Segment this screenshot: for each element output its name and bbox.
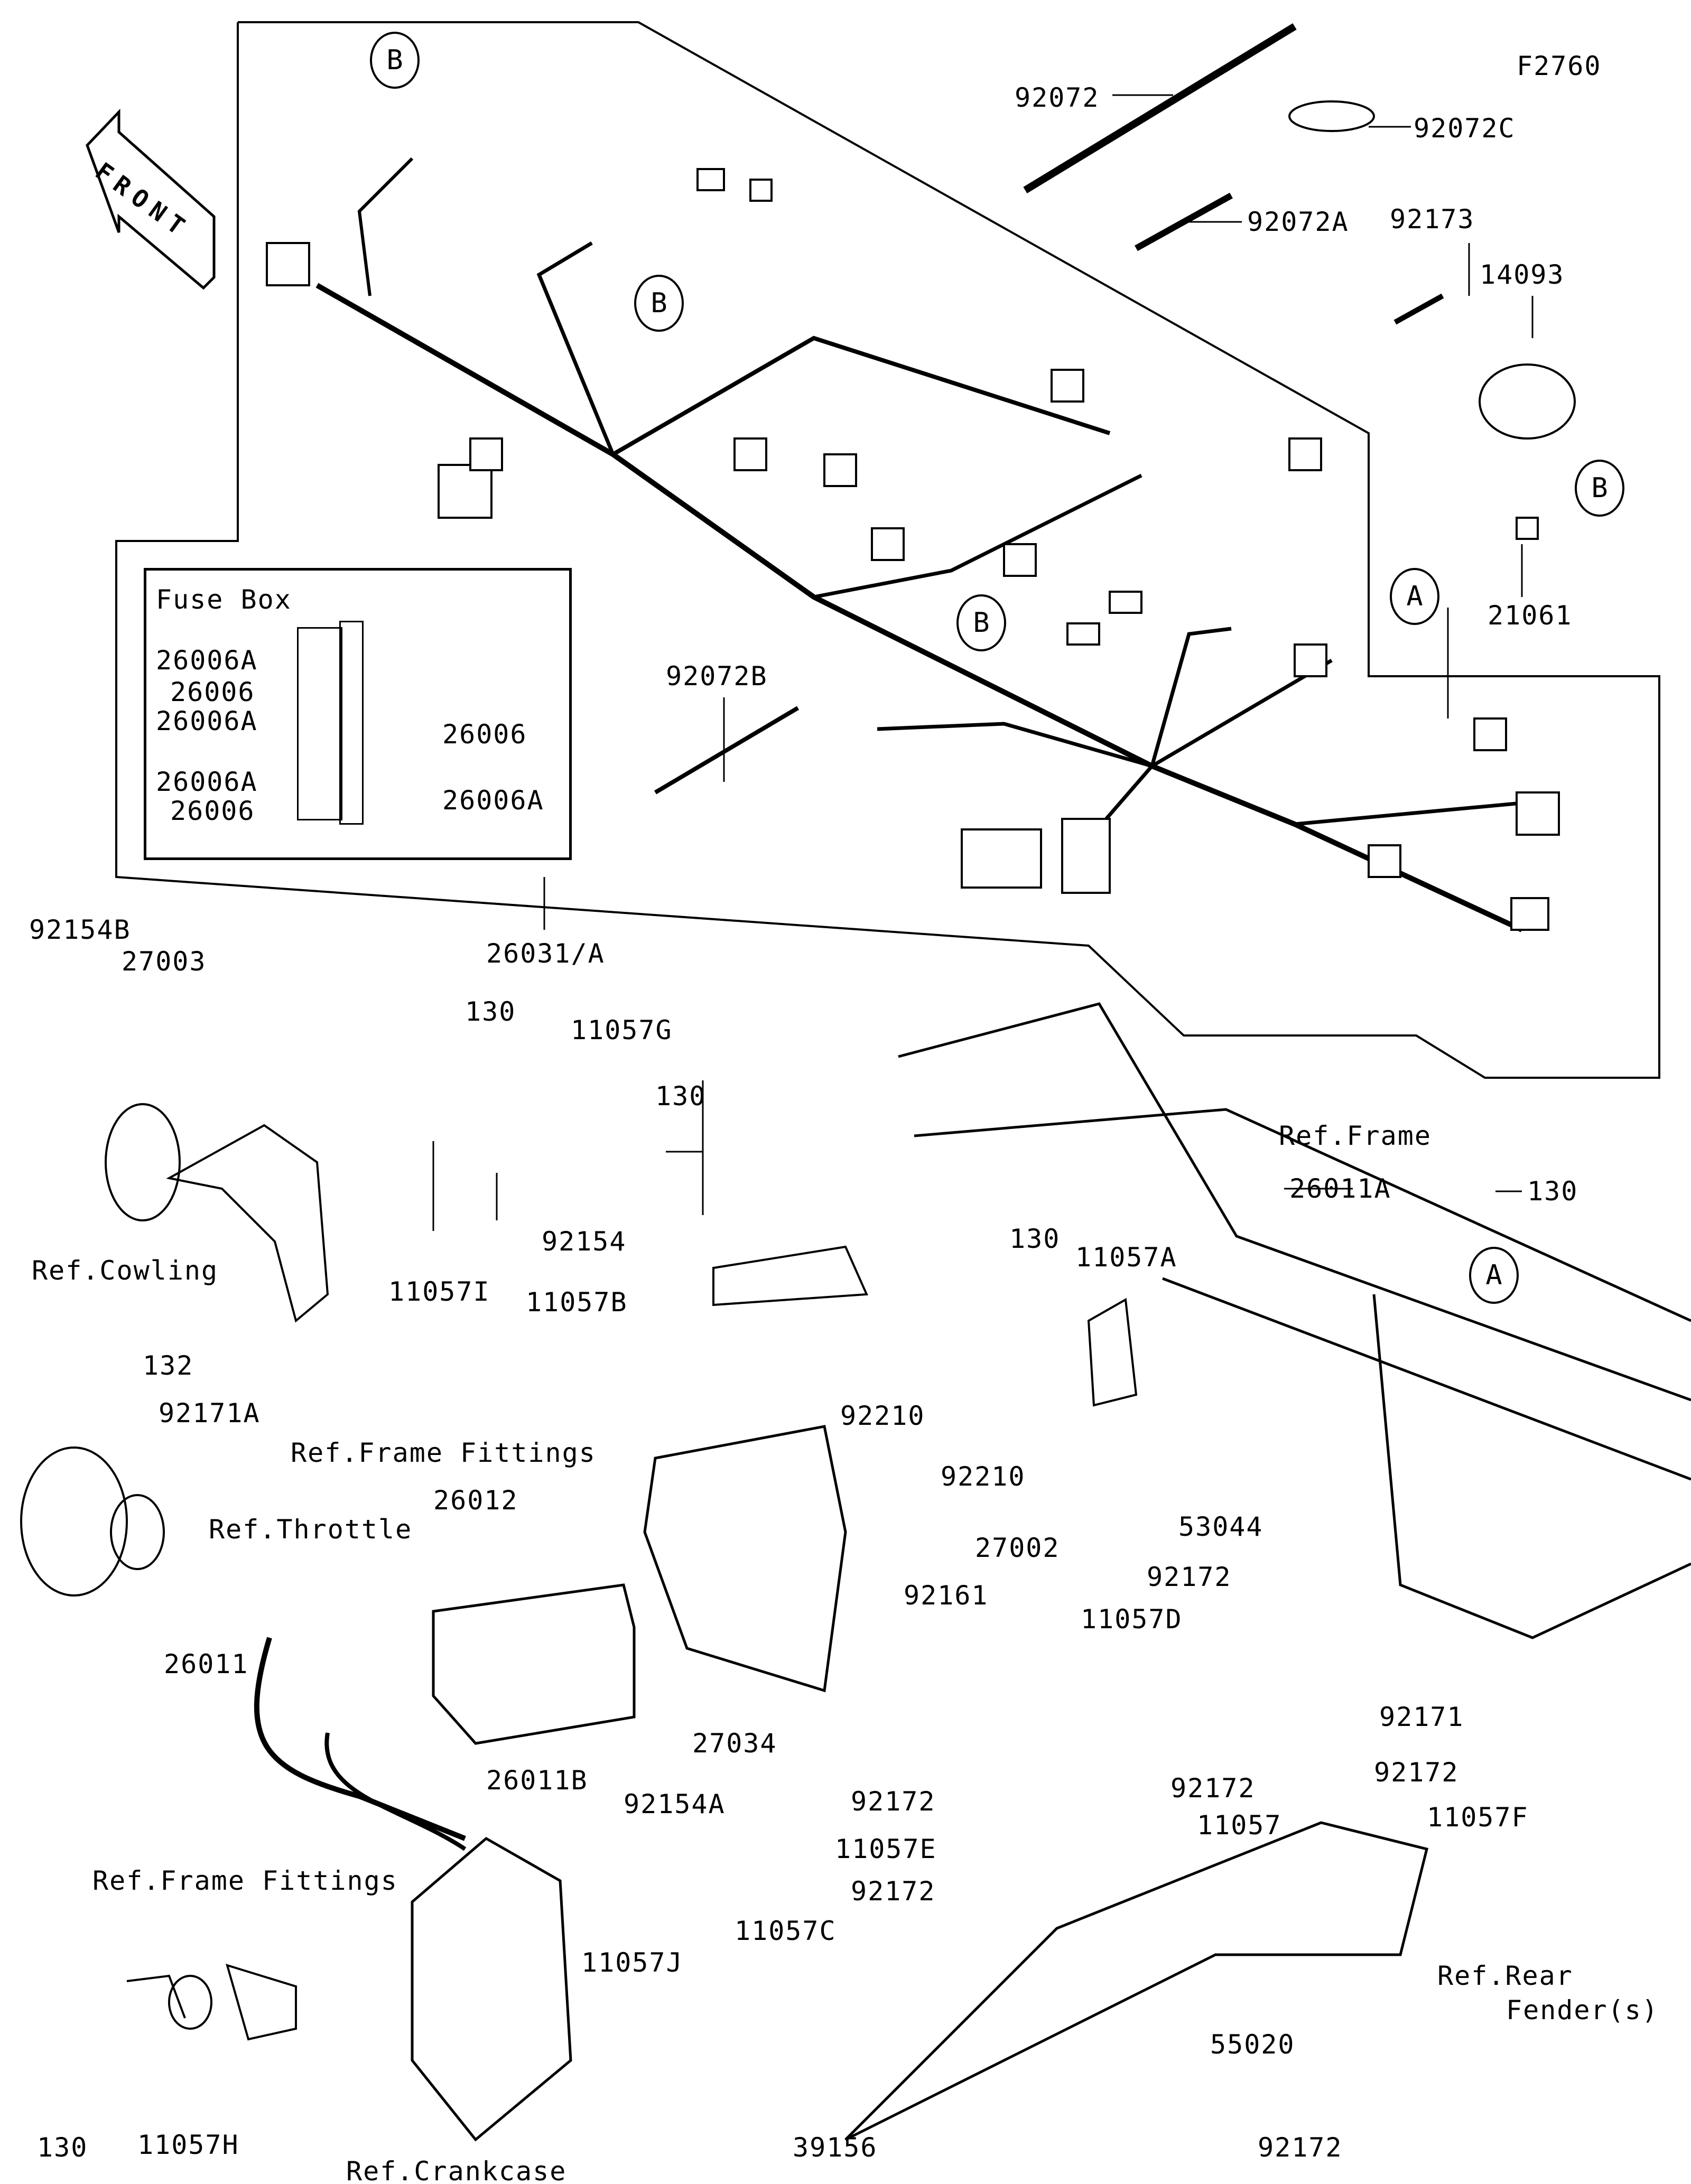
fuse-label: 26006A (442, 785, 544, 816)
callout-b: B (956, 594, 1006, 651)
part-label: 92171A (159, 1398, 261, 1429)
part-label: 53044 (1178, 1511, 1263, 1542)
part-label: Ref.Throttle (209, 1514, 413, 1545)
part-label: 92154 (542, 1226, 627, 1257)
part-label: 92173 (1390, 204, 1475, 235)
part-label: 92072C (1414, 113, 1516, 144)
part-label: 14093 (1480, 259, 1565, 290)
part-label: 27002 (975, 1533, 1060, 1563)
part-label: 130 (465, 996, 516, 1027)
callout-a: A (1469, 1247, 1519, 1304)
part-label: 11057C (735, 1916, 837, 1946)
fuse-label: 26006 (170, 796, 255, 826)
part-label: 11057E (835, 1834, 937, 1864)
part-label: Fender(s) (1506, 1995, 1659, 2026)
cable-tie-92072 (1023, 23, 1297, 193)
crankcase (411, 1836, 572, 2142)
part-label: 130 (1009, 1224, 1061, 1254)
part-label: 92072 (1015, 82, 1100, 113)
fuse-box-title: Fuse Box (156, 584, 292, 615)
part-label: 92210 (840, 1401, 925, 1431)
part-label: 27034 (692, 1728, 777, 1759)
part-label: 55020 (1210, 2029, 1295, 2060)
part-label: 92072B (666, 661, 768, 692)
harness-group-outline (115, 21, 1660, 1079)
part-label: 11057D (1081, 1604, 1183, 1635)
front-arrow (86, 108, 216, 290)
part-label: 11057G (571, 1015, 673, 1046)
horn-27003 (105, 1103, 181, 1221)
battery-26012 (432, 1583, 636, 1745)
part-label: 27003 (122, 946, 207, 977)
part-label: 39156 (793, 2132, 878, 2163)
part-label: 26011 (164, 1649, 249, 1679)
callout-a: A (1390, 568, 1439, 625)
rear-fender (844, 1821, 1429, 2141)
part-label: 92172 (1147, 1562, 1232, 1592)
part-label: 130 (1527, 1176, 1578, 1207)
part-label: 11057B (526, 1287, 628, 1318)
callout-b: B (634, 275, 684, 332)
fuse-label: 26006A (156, 706, 258, 736)
callout-b: B (1575, 460, 1624, 517)
part-label: 26011A (1289, 1173, 1391, 1204)
fuse-box-inset: Fuse Box 26006A 26006 26006A 26006A 2600… (144, 568, 572, 860)
fuse-label: 26006A (156, 767, 258, 797)
part-label: 92172 (1374, 1757, 1459, 1788)
part-label: 92172 (1258, 2132, 1343, 2163)
part-label: 26031/A (486, 938, 605, 969)
callout-b: B (370, 32, 420, 89)
part-label: 92154A (624, 1789, 726, 1819)
harness-trunk (315, 283, 1523, 932)
diagram-code: F2760 (1517, 51, 1602, 81)
part-label: 11057A (1075, 1242, 1177, 1273)
part-label: 92210 (941, 1461, 1026, 1492)
part-label: 92172 (1170, 1773, 1256, 1804)
fuse-block (339, 621, 364, 825)
part-label: Ref.Crankcase (346, 2156, 567, 2184)
fuse-label: 26006 (170, 677, 255, 707)
part-label: Ref.Rear (1437, 1961, 1573, 1991)
part-label: 130 (655, 1081, 707, 1112)
cable-tie-92072B (654, 706, 800, 795)
part-label: Ref.Cowling (32, 1255, 219, 1286)
part-label: 92072A (1247, 207, 1349, 237)
part-label: 21061 (1488, 600, 1573, 631)
part-label: 92154B (29, 914, 131, 945)
fuse-label: 26006A (156, 645, 258, 676)
part-label: 11057I (388, 1276, 490, 1307)
battery-box (643, 1425, 847, 1693)
part-label: Ref.Frame Fittings (291, 1438, 596, 1468)
part-label: Ref.Frame (1279, 1121, 1432, 1151)
part-label: 11057 (1197, 1810, 1282, 1841)
part-label: 26012 (433, 1485, 518, 1516)
fuse-block (297, 627, 342, 820)
part-label: 130 (37, 2132, 88, 2163)
frame (898, 1002, 1691, 1639)
part-label: 92172 (851, 1786, 936, 1817)
part-label: 132 (143, 1350, 194, 1381)
part-label: 26011B (486, 1765, 588, 1796)
part-label: 92161 (904, 1580, 989, 1611)
part-label: 92171 (1379, 1702, 1464, 1732)
part-label: 11057F (1427, 1802, 1529, 1833)
cable-tie-92072C (1288, 100, 1375, 132)
part-label: Ref.Frame Fittings (92, 1865, 398, 1896)
throttle-body (20, 1446, 128, 1597)
part-label: 11057H (137, 2130, 239, 2160)
part-label: 11057J (581, 1947, 683, 1978)
part-label: 92172 (851, 1876, 936, 1907)
fuse-label: 26006 (442, 719, 527, 750)
